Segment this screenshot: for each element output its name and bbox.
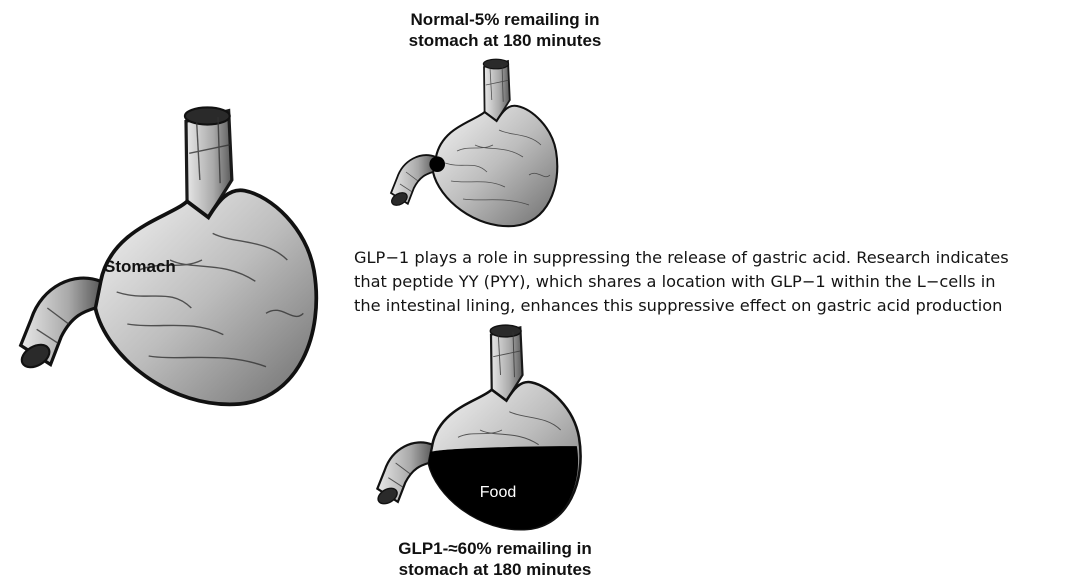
stomach-illustration-normal bbox=[365, 55, 585, 235]
glp1-caption-line1: GLP1-≈60% remailing in bbox=[370, 538, 620, 559]
stomach-label: Stomach bbox=[104, 256, 188, 277]
food-label: Food bbox=[470, 482, 526, 503]
description-line-3: the intestinal lining, enhances this sup… bbox=[354, 294, 1066, 318]
normal-caption-line1: Normal-5% remailing in bbox=[380, 9, 630, 30]
description-line-2: that peptide YY (PYY), which shares a lo… bbox=[354, 270, 1066, 294]
description-text: GLP−1 plays a role in suppressing the re… bbox=[354, 246, 1066, 318]
glp1-caption-line2: stomach at 180 minutes bbox=[370, 559, 620, 580]
food-remainder-small bbox=[429, 156, 445, 172]
description-line-1: GLP−1 plays a role in suppressing the re… bbox=[354, 246, 1066, 270]
normal-caption-line2: stomach at 180 minutes bbox=[380, 30, 630, 51]
glp1-caption: GLP1-≈60% remailing in stomach at 180 mi… bbox=[370, 538, 620, 580]
normal-caption: Normal-5% remailing in stomach at 180 mi… bbox=[380, 9, 630, 51]
stomach-illustration-glp1 bbox=[365, 320, 595, 540]
